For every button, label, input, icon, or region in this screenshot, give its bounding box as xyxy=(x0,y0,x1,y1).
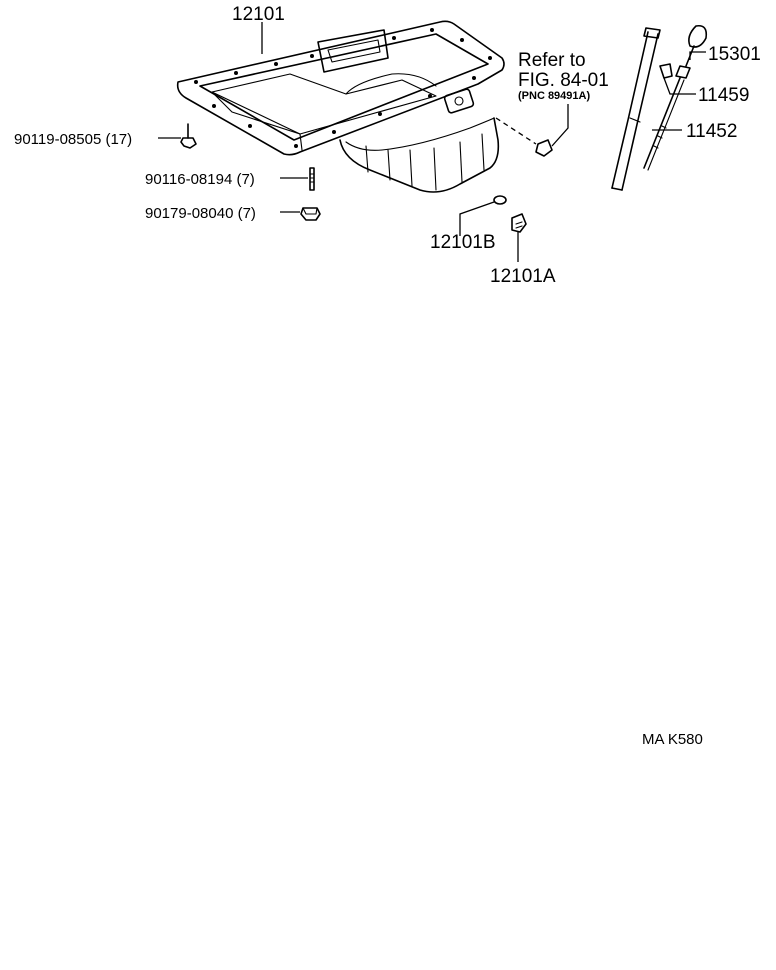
gauge-guide-drawing xyxy=(611,27,661,191)
nut-drawing xyxy=(300,207,321,221)
oil-pan-drawing xyxy=(176,20,505,193)
gasket-drawing xyxy=(535,139,553,157)
label-nut: 90179-08040 (7) xyxy=(145,205,256,222)
label-oil-pan-a: 12101A xyxy=(490,266,556,287)
oring-drawing xyxy=(659,63,673,79)
label-stud: 90116-08194 (7) xyxy=(145,171,255,188)
label-gauge: 11452 xyxy=(686,121,737,142)
leader-lines xyxy=(158,22,706,262)
bolt-drawing xyxy=(180,123,197,149)
label-oring: 11459 xyxy=(698,85,749,106)
label-bolt: 90119-08505 (17) xyxy=(14,131,132,148)
label-oil-pan-b: 12101B xyxy=(430,232,496,253)
refer-line-1: Refer to xyxy=(518,50,586,71)
label-gauge-guide: 15301 xyxy=(708,44,761,65)
drain-washer-drawing xyxy=(493,195,507,205)
stud-drawing xyxy=(309,167,315,191)
refer-line-3: (PNC 89491A) xyxy=(518,90,590,102)
drain-plug-drawing xyxy=(511,213,527,233)
gauge-drawing xyxy=(643,24,708,171)
diagram-code: MA K580 xyxy=(642,731,703,748)
refer-line-2: FIG. 84-01 xyxy=(518,70,609,91)
label-oil-pan: 12101 xyxy=(232,4,285,25)
